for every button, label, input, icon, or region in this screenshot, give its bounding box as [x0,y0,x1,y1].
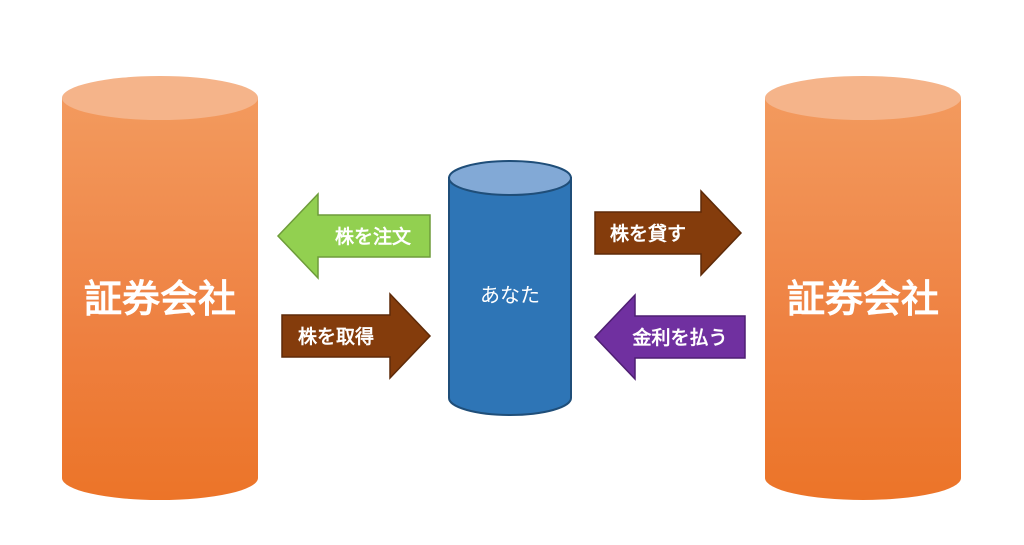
center-cylinder-body [448,177,572,416]
arrow-lend-stock: 株を貸す [594,189,743,277]
right-securities-company: 証券会社 [765,76,961,500]
center-you: あなた [448,160,572,416]
arrow-pay-interest-label: 金利を払う [631,326,727,349]
arrow-lend-stock-shape [594,189,743,277]
arrow-pay-interest: 金利を払う [593,293,746,381]
center-label: あなた [480,283,540,307]
arrow-order-stock: 株を注文 [276,192,431,280]
right-company-label: 証券会社 [787,277,939,321]
arrow-pay-interest-shape [593,293,746,381]
left-cylinder-body [62,98,258,500]
arrow-order-stock-label: 株を注文 [335,225,412,248]
right-cylinder-body [765,98,961,500]
left-securities-company: 証券会社 [62,76,258,500]
arrow-order-stock-shape [276,192,431,280]
center-cylinder-top [448,160,572,196]
arrow-acquire-stock-shape [281,292,432,380]
arrow-lend-stock-label: 株を貸す [610,222,686,245]
left-cylinder-top [62,76,258,120]
right-cylinder-top [765,76,961,120]
left-company-label: 証券会社 [84,277,236,321]
arrow-acquire-stock: 株を取得 [281,292,432,380]
arrow-acquire-stock-label: 株を取得 [298,325,374,348]
